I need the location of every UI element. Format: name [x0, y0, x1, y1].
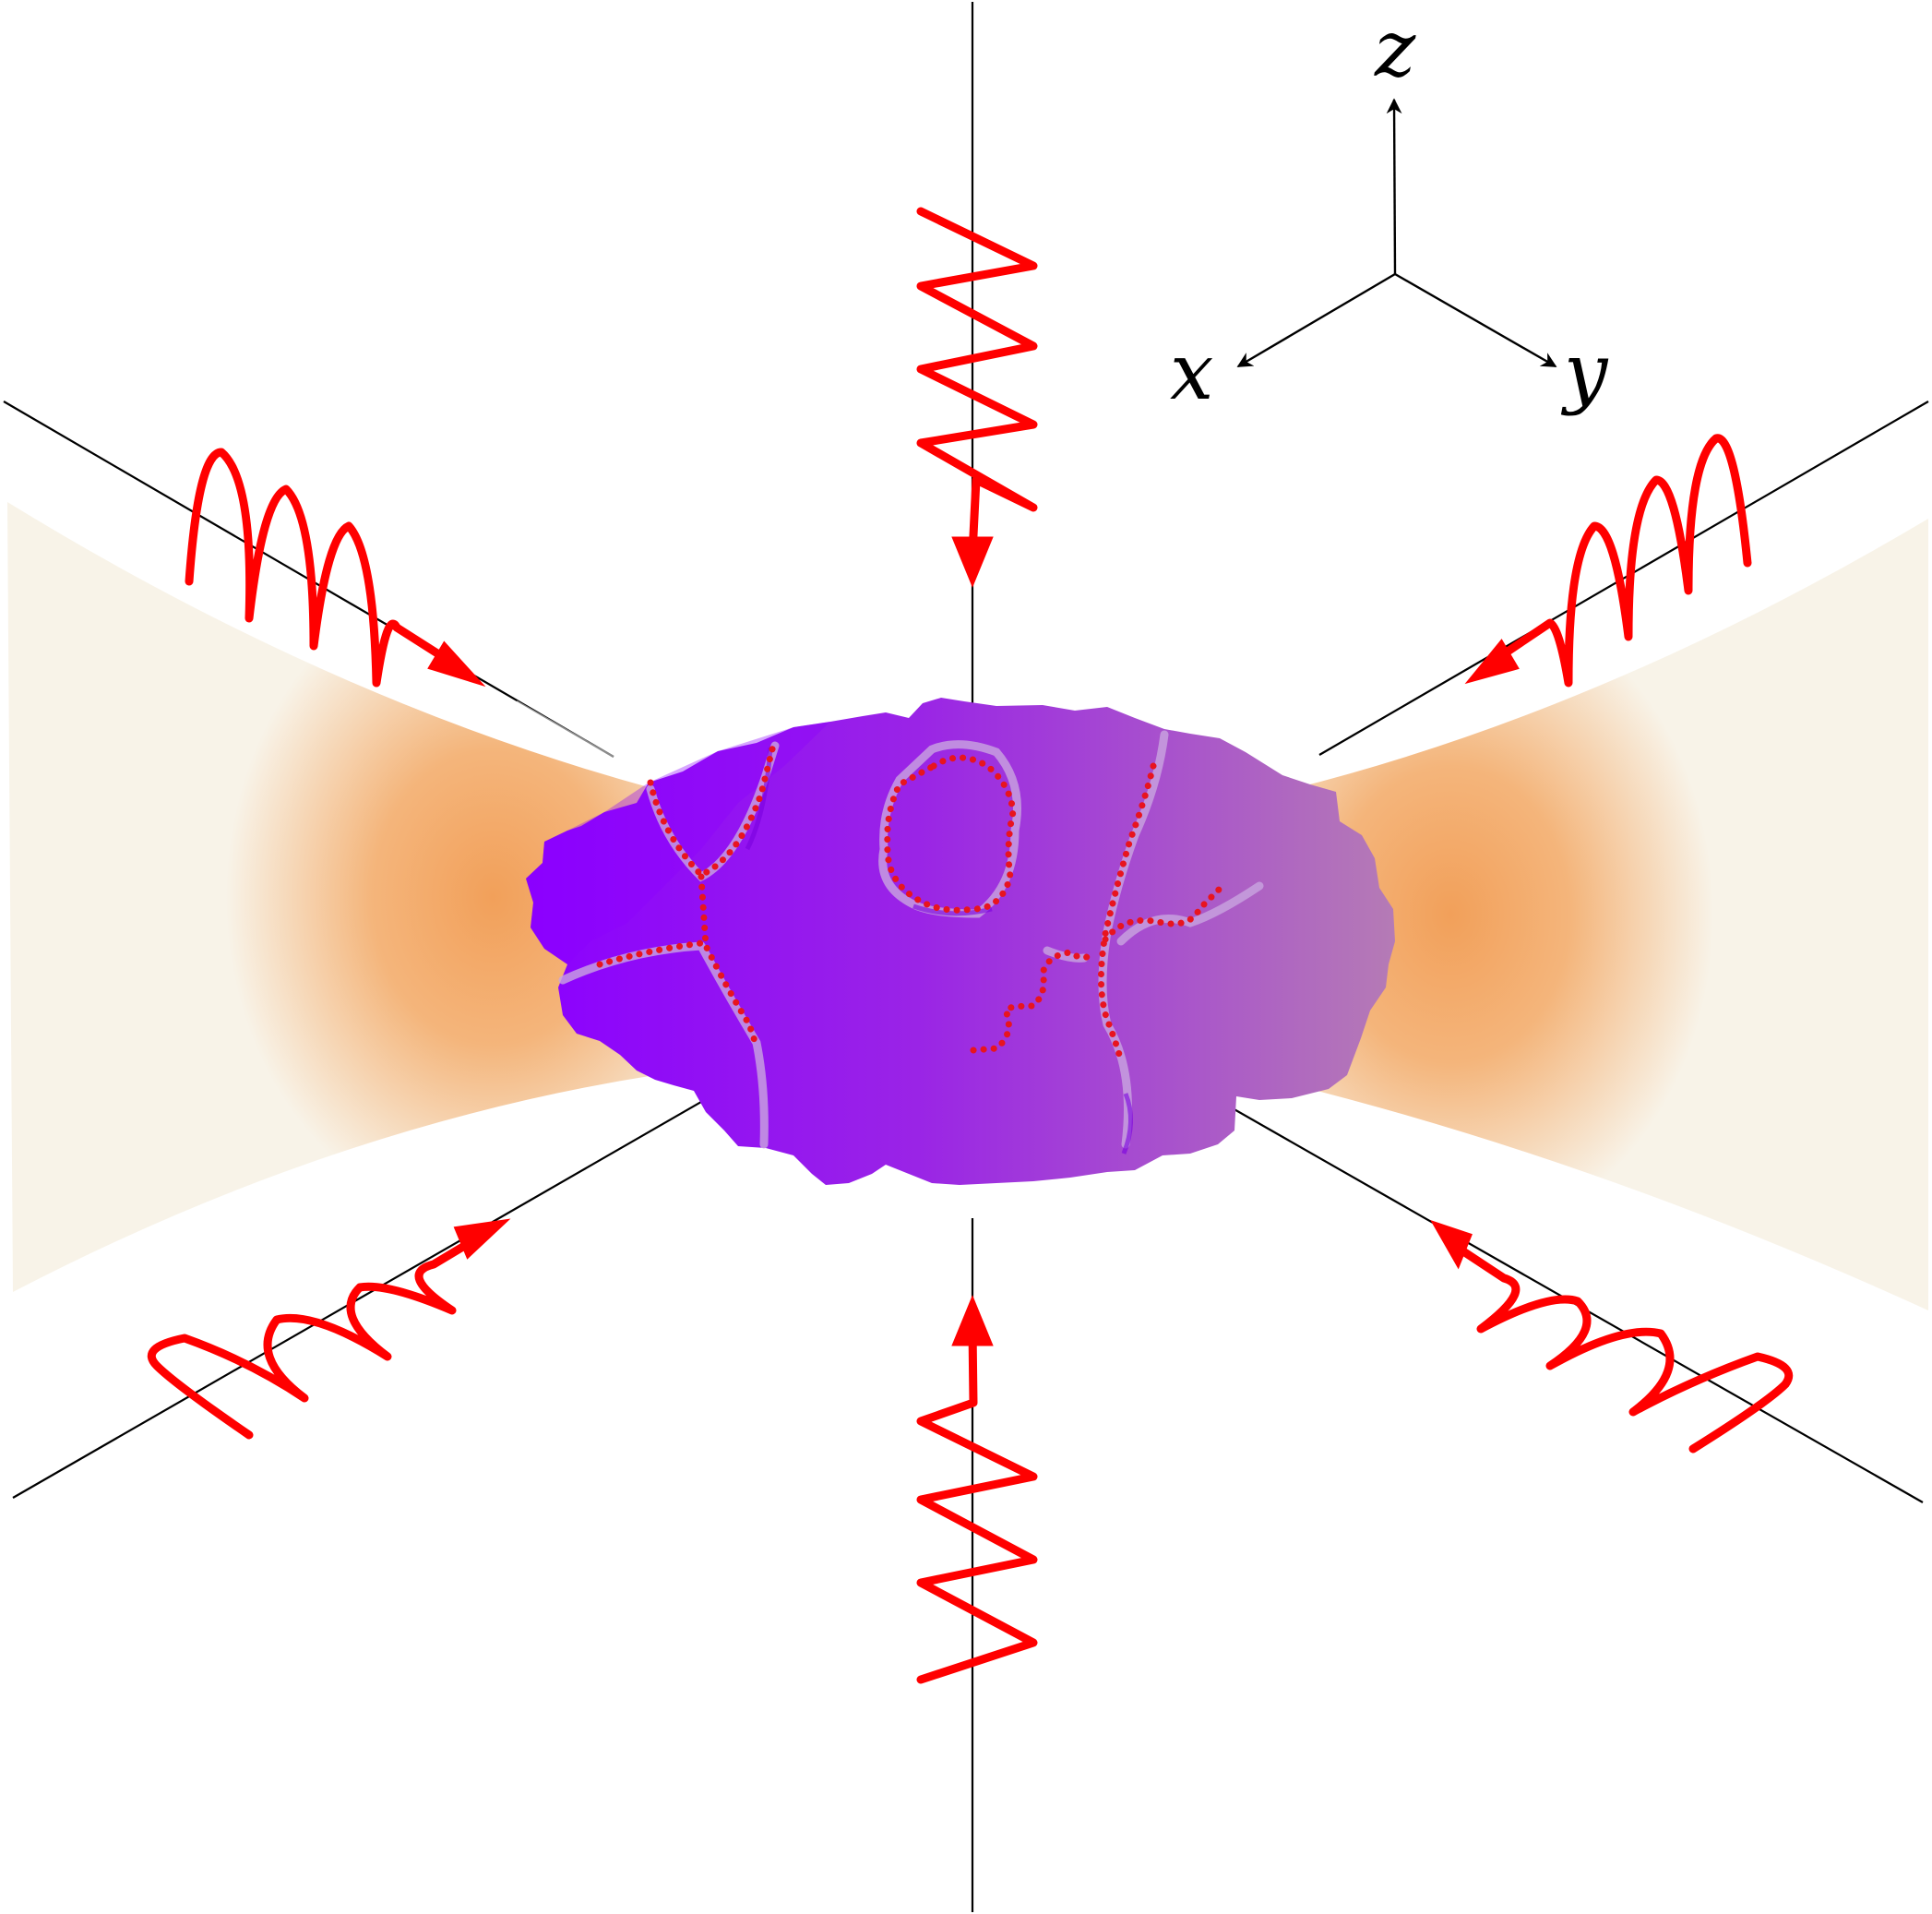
y-axis-label: y [1560, 327, 1609, 417]
beam-right [1292, 519, 1928, 1310]
axis-x-upper-fade [516, 700, 614, 758]
wave-lower-left [147, 1218, 511, 1440]
atom-cloud [526, 698, 1395, 1185]
wave-lower-right [1430, 1220, 1794, 1453]
wave-upper-right [1464, 434, 1752, 688]
vortex-line [1102, 885, 1223, 943]
axis-x-lower [12, 1037, 813, 1499]
x-axis-label: x [1170, 327, 1213, 417]
beam-left [7, 502, 655, 1292]
vortex-line [647, 742, 777, 879]
vortex-line [698, 873, 758, 1045]
vortex-lines [596, 742, 1223, 1065]
z-axis-label: z [1374, 4, 1416, 94]
triad-x-arrow [1236, 272, 1396, 368]
wave-top [916, 207, 1038, 588]
laser-waves [147, 207, 1794, 1684]
triad-y-arrow [1394, 272, 1557, 368]
coordinate-triad: z x y [1170, 4, 1609, 417]
vortex-line [970, 949, 1092, 1054]
vortex-line [596, 939, 705, 968]
wave-bottom [916, 1295, 1038, 1684]
vortex-line [1098, 762, 1157, 1065]
vortex-line [884, 754, 1017, 914]
wave-upper-left [185, 448, 486, 688]
axis-y-lower [1120, 1044, 1924, 1503]
axis-y-upper [1318, 401, 1929, 756]
cloud-body [526, 698, 1395, 1185]
triad-z-arrow [1386, 98, 1402, 275]
